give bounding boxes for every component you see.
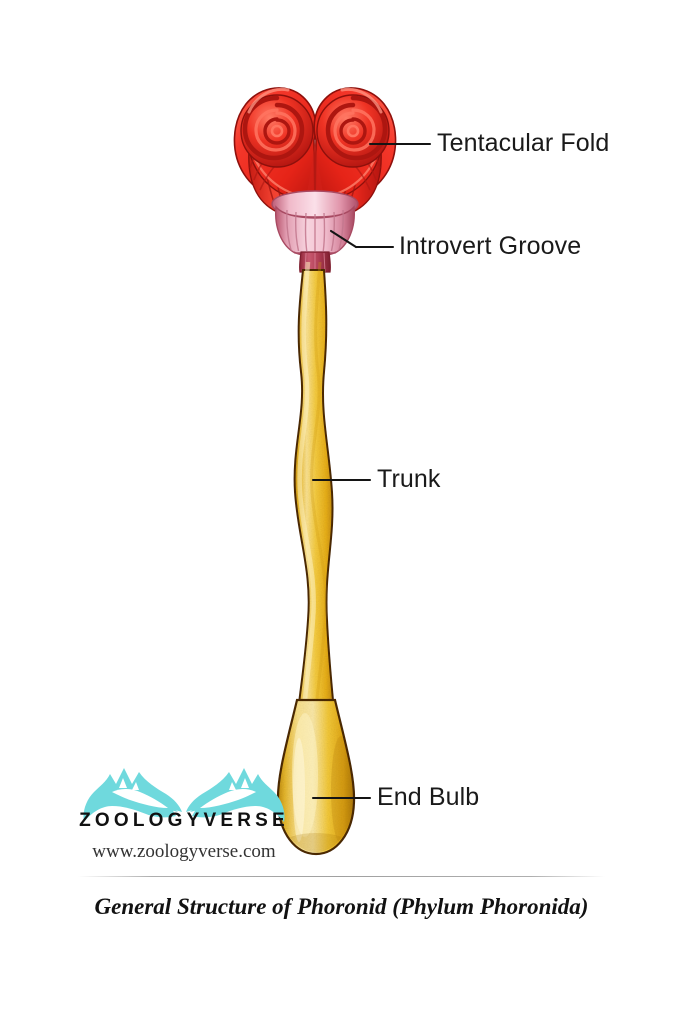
wolf-pair-icon: [83, 768, 285, 822]
trunk-shape: [293, 261, 337, 731]
watermark: ZOOLOGYVERSE www.zoologyverse.com: [76, 762, 292, 866]
caption-divider: [78, 876, 605, 877]
figure-caption: General Structure of Phoronid (Phylum Ph…: [94, 894, 589, 919]
brand-wordmark: ZOOLOGYVERSE: [79, 810, 289, 831]
label-trunk: Trunk: [377, 465, 441, 493]
label-tentacular-fold: Tentacular Fold: [437, 129, 610, 157]
label-introvert-groove: Introvert Groove: [399, 232, 582, 260]
brand-url: www.zoologyverse.com: [92, 841, 276, 862]
label-end-bulb: End Bulb: [377, 783, 480, 811]
leader-lines: [311, 142, 432, 800]
introvert-groove-shape: [271, 190, 359, 273]
leader-line-introvert-groove-angled: [329, 229, 358, 249]
left-spiral-coil: [240, 94, 314, 168]
right-spiral-coil: [316, 94, 390, 168]
